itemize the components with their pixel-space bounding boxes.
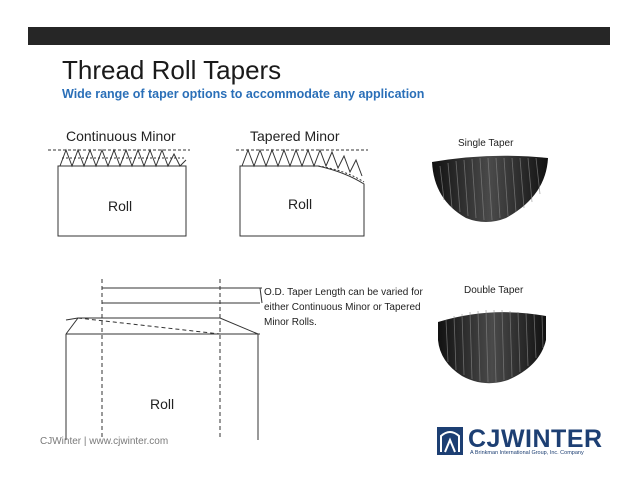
od-taper-note: O.D. Taper Length can be varied for eith… — [264, 287, 423, 328]
tapered-minor-diagram — [236, 148, 368, 237]
continuous-minor-diagram — [48, 148, 190, 237]
cjwinter-logo-mark — [437, 427, 463, 455]
single-taper-roll-image — [432, 155, 548, 222]
double-taper-label: Double Taper — [464, 285, 524, 296]
top-bar — [28, 27, 610, 45]
slide-title: Thread Roll Tapers — [62, 55, 282, 85]
logo-wordmark: CJWINTER — [468, 425, 603, 453]
slide-subtitle: Wide range of taper options to accommoda… — [62, 87, 425, 101]
od-taper-diagram — [65, 279, 263, 440]
logo-tagline: A Brinkman International Group, Inc. Com… — [470, 450, 584, 456]
footer-text: CJWinter | www.cjwinter.com — [40, 436, 169, 447]
roll-label-continuous: Roll — [108, 198, 133, 214]
continuous-minor-label: Continuous Minor — [66, 128, 176, 144]
roll-label-tapered: Roll — [288, 196, 313, 212]
roll-label-od-taper: Roll — [150, 396, 175, 412]
tapered-minor-label: Tapered Minor — [250, 128, 340, 144]
double-taper-roll-image — [438, 309, 546, 384]
single-taper-label: Single Taper — [458, 138, 514, 149]
